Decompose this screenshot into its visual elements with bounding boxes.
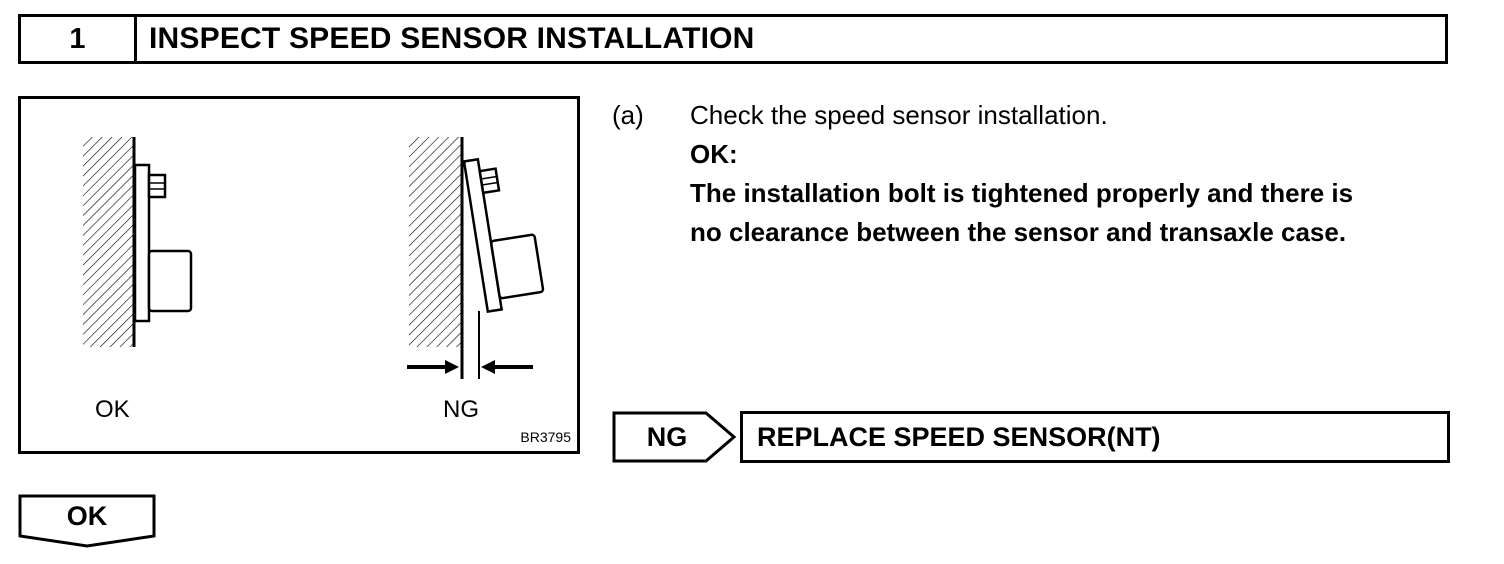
figure-label-ng: NG [443, 396, 479, 423]
ok-speed-sensor [133, 163, 193, 323]
step-number: 1 [21, 17, 137, 61]
ok-down-arrow-shape [18, 494, 156, 548]
ng-speed-sensor [462, 157, 545, 314]
figure-code: BR3795 [520, 429, 571, 445]
clearance-arrows [407, 360, 533, 374]
ok-criteria-line-1: The installation bolt is tightened prope… [690, 178, 1354, 208]
illustration-figure: OK NG BR3795 [18, 96, 580, 454]
ng-case-wall [409, 137, 464, 379]
instruction-text: Check the speed sensor installation. [690, 100, 1108, 130]
ok-criteria-line-2: no clearance between the sensor and tran… [690, 217, 1347, 247]
ok-case-wall [83, 137, 136, 347]
step-header: 1 INSPECT SPEED SENSOR INSTALLATION [18, 14, 1448, 64]
step-title: INSPECT SPEED SENSOR INSTALLATION [149, 22, 755, 55]
ok-branch-tag: OK [18, 494, 156, 548]
figure-label-ok: OK [95, 396, 130, 423]
ok-criteria-label: OK: [690, 139, 738, 169]
ng-action-box: REPLACE SPEED SENSOR(NT) [740, 411, 1450, 463]
instruction-block: (a) Check the speed sensor installation.… [612, 96, 1353, 252]
ok-branch-label: OK [66, 500, 108, 531]
ng-branch-label: NG [646, 421, 688, 452]
instruction-marker: (a) [612, 100, 644, 130]
ng-branch-tag: NG [612, 411, 738, 463]
sensor-installation-illustration [83, 137, 545, 379]
ng-arrow-shape [612, 411, 737, 463]
